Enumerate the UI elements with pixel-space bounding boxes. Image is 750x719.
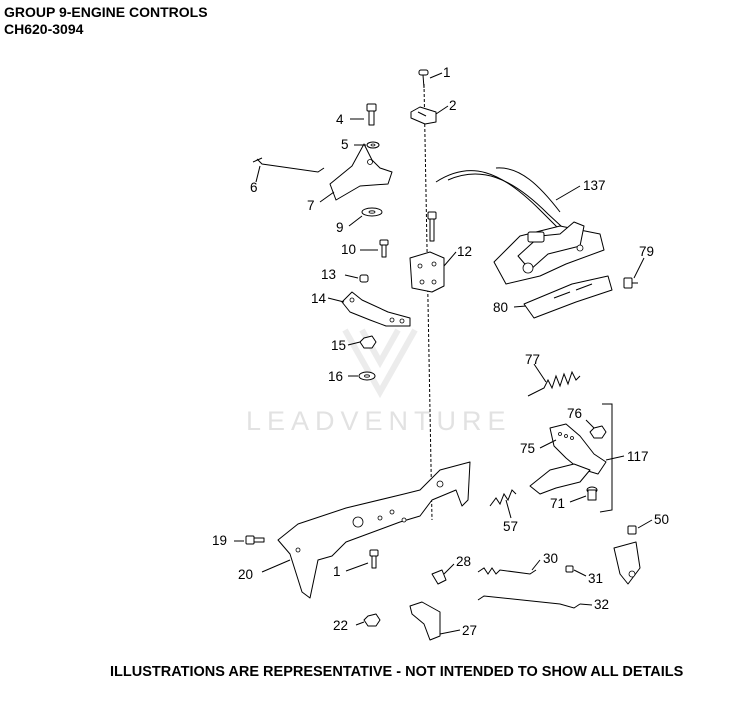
callout-22: 22 bbox=[333, 618, 348, 633]
part-12-mounting-plate bbox=[409, 211, 445, 293]
part-77-spring bbox=[527, 370, 581, 397]
callout-14: 14 bbox=[311, 291, 327, 306]
callout-12: 12 bbox=[457, 244, 472, 259]
callout-50: 50 bbox=[654, 512, 669, 527]
part-15-nut bbox=[359, 335, 377, 349]
part-71-pin bbox=[586, 486, 598, 501]
part-6-link-rod bbox=[256, 158, 325, 173]
callout-9: 9 bbox=[336, 220, 344, 235]
callout-15: 15 bbox=[331, 338, 346, 353]
callout-16: 16 bbox=[328, 369, 343, 384]
callout-117: 117 bbox=[627, 449, 649, 464]
part-137-control-assembly bbox=[435, 167, 605, 285]
part-14-throttle-lever bbox=[341, 291, 411, 327]
callout-80: 80 bbox=[493, 300, 508, 315]
callout-32: 32 bbox=[594, 597, 609, 612]
callout-79: 79 bbox=[639, 244, 654, 259]
callout-labels: 1 2 4 5 6 7 9 10 12 13 14 15 16 137 79 8… bbox=[212, 65, 669, 638]
part-50-bracket bbox=[613, 525, 641, 585]
part-22-nut bbox=[363, 613, 381, 627]
part-117-lever-assembly bbox=[529, 403, 613, 513]
part-1-screw-top bbox=[418, 69, 429, 89]
part-10-screw bbox=[379, 239, 389, 258]
part-7-lever-bracket bbox=[329, 143, 393, 201]
callout-2: 2 bbox=[449, 98, 457, 113]
diagram-model-number: CH620-3094 bbox=[4, 21, 84, 37]
callout-27: 27 bbox=[462, 623, 477, 638]
watermark: LEADVENTURE bbox=[246, 328, 512, 436]
part-4-bolt bbox=[366, 103, 377, 126]
callout-6: 6 bbox=[250, 180, 258, 195]
callout-19: 19 bbox=[212, 533, 227, 548]
watermark-text: LEADVENTURE bbox=[246, 406, 512, 436]
part-19-bolt bbox=[245, 535, 265, 545]
callout-7: 7 bbox=[307, 198, 315, 213]
part-80-bracket bbox=[523, 275, 613, 319]
watermark-logo-icon bbox=[342, 328, 418, 399]
callout-1-top: 1 bbox=[443, 65, 451, 80]
callout-28: 28 bbox=[456, 554, 471, 569]
callout-5: 5 bbox=[341, 137, 349, 152]
callout-75: 75 bbox=[520, 441, 535, 456]
part-32-link-rod bbox=[477, 595, 581, 609]
callout-4: 4 bbox=[336, 112, 344, 127]
part-27-lever bbox=[409, 601, 441, 641]
part-57-spring bbox=[489, 489, 517, 507]
leader-lines bbox=[234, 72, 653, 635]
part-28-clip bbox=[431, 569, 447, 585]
callout-10: 10 bbox=[341, 242, 356, 257]
part-20-main-bracket bbox=[277, 461, 471, 599]
callout-20: 20 bbox=[238, 567, 253, 582]
callout-77: 77 bbox=[525, 352, 540, 367]
callout-137: 137 bbox=[583, 178, 606, 193]
callout-71: 71 bbox=[550, 496, 565, 511]
part-31-screw bbox=[565, 565, 574, 573]
callout-13: 13 bbox=[321, 267, 336, 282]
part-1-screw-lower bbox=[369, 549, 379, 569]
part-2-clip bbox=[410, 106, 437, 125]
callout-31: 31 bbox=[588, 571, 603, 586]
governor-rod bbox=[423, 83, 433, 521]
callout-76: 76 bbox=[567, 406, 582, 421]
part-79-screw bbox=[623, 277, 638, 289]
callout-1-lower: 1 bbox=[333, 564, 341, 579]
part-13-nut bbox=[359, 274, 369, 283]
diagram-title: GROUP 9-ENGINE CONTROLS bbox=[4, 4, 208, 20]
part-75-governor-lever bbox=[549, 423, 607, 475]
callout-57: 57 bbox=[503, 519, 518, 534]
callout-30: 30 bbox=[543, 551, 558, 566]
diagram-disclaimer: ILLUSTRATIONS ARE REPRESENTATIVE - NOT I… bbox=[110, 664, 684, 680]
part-76-nut bbox=[589, 425, 607, 439]
part-30-spring bbox=[477, 567, 537, 575]
